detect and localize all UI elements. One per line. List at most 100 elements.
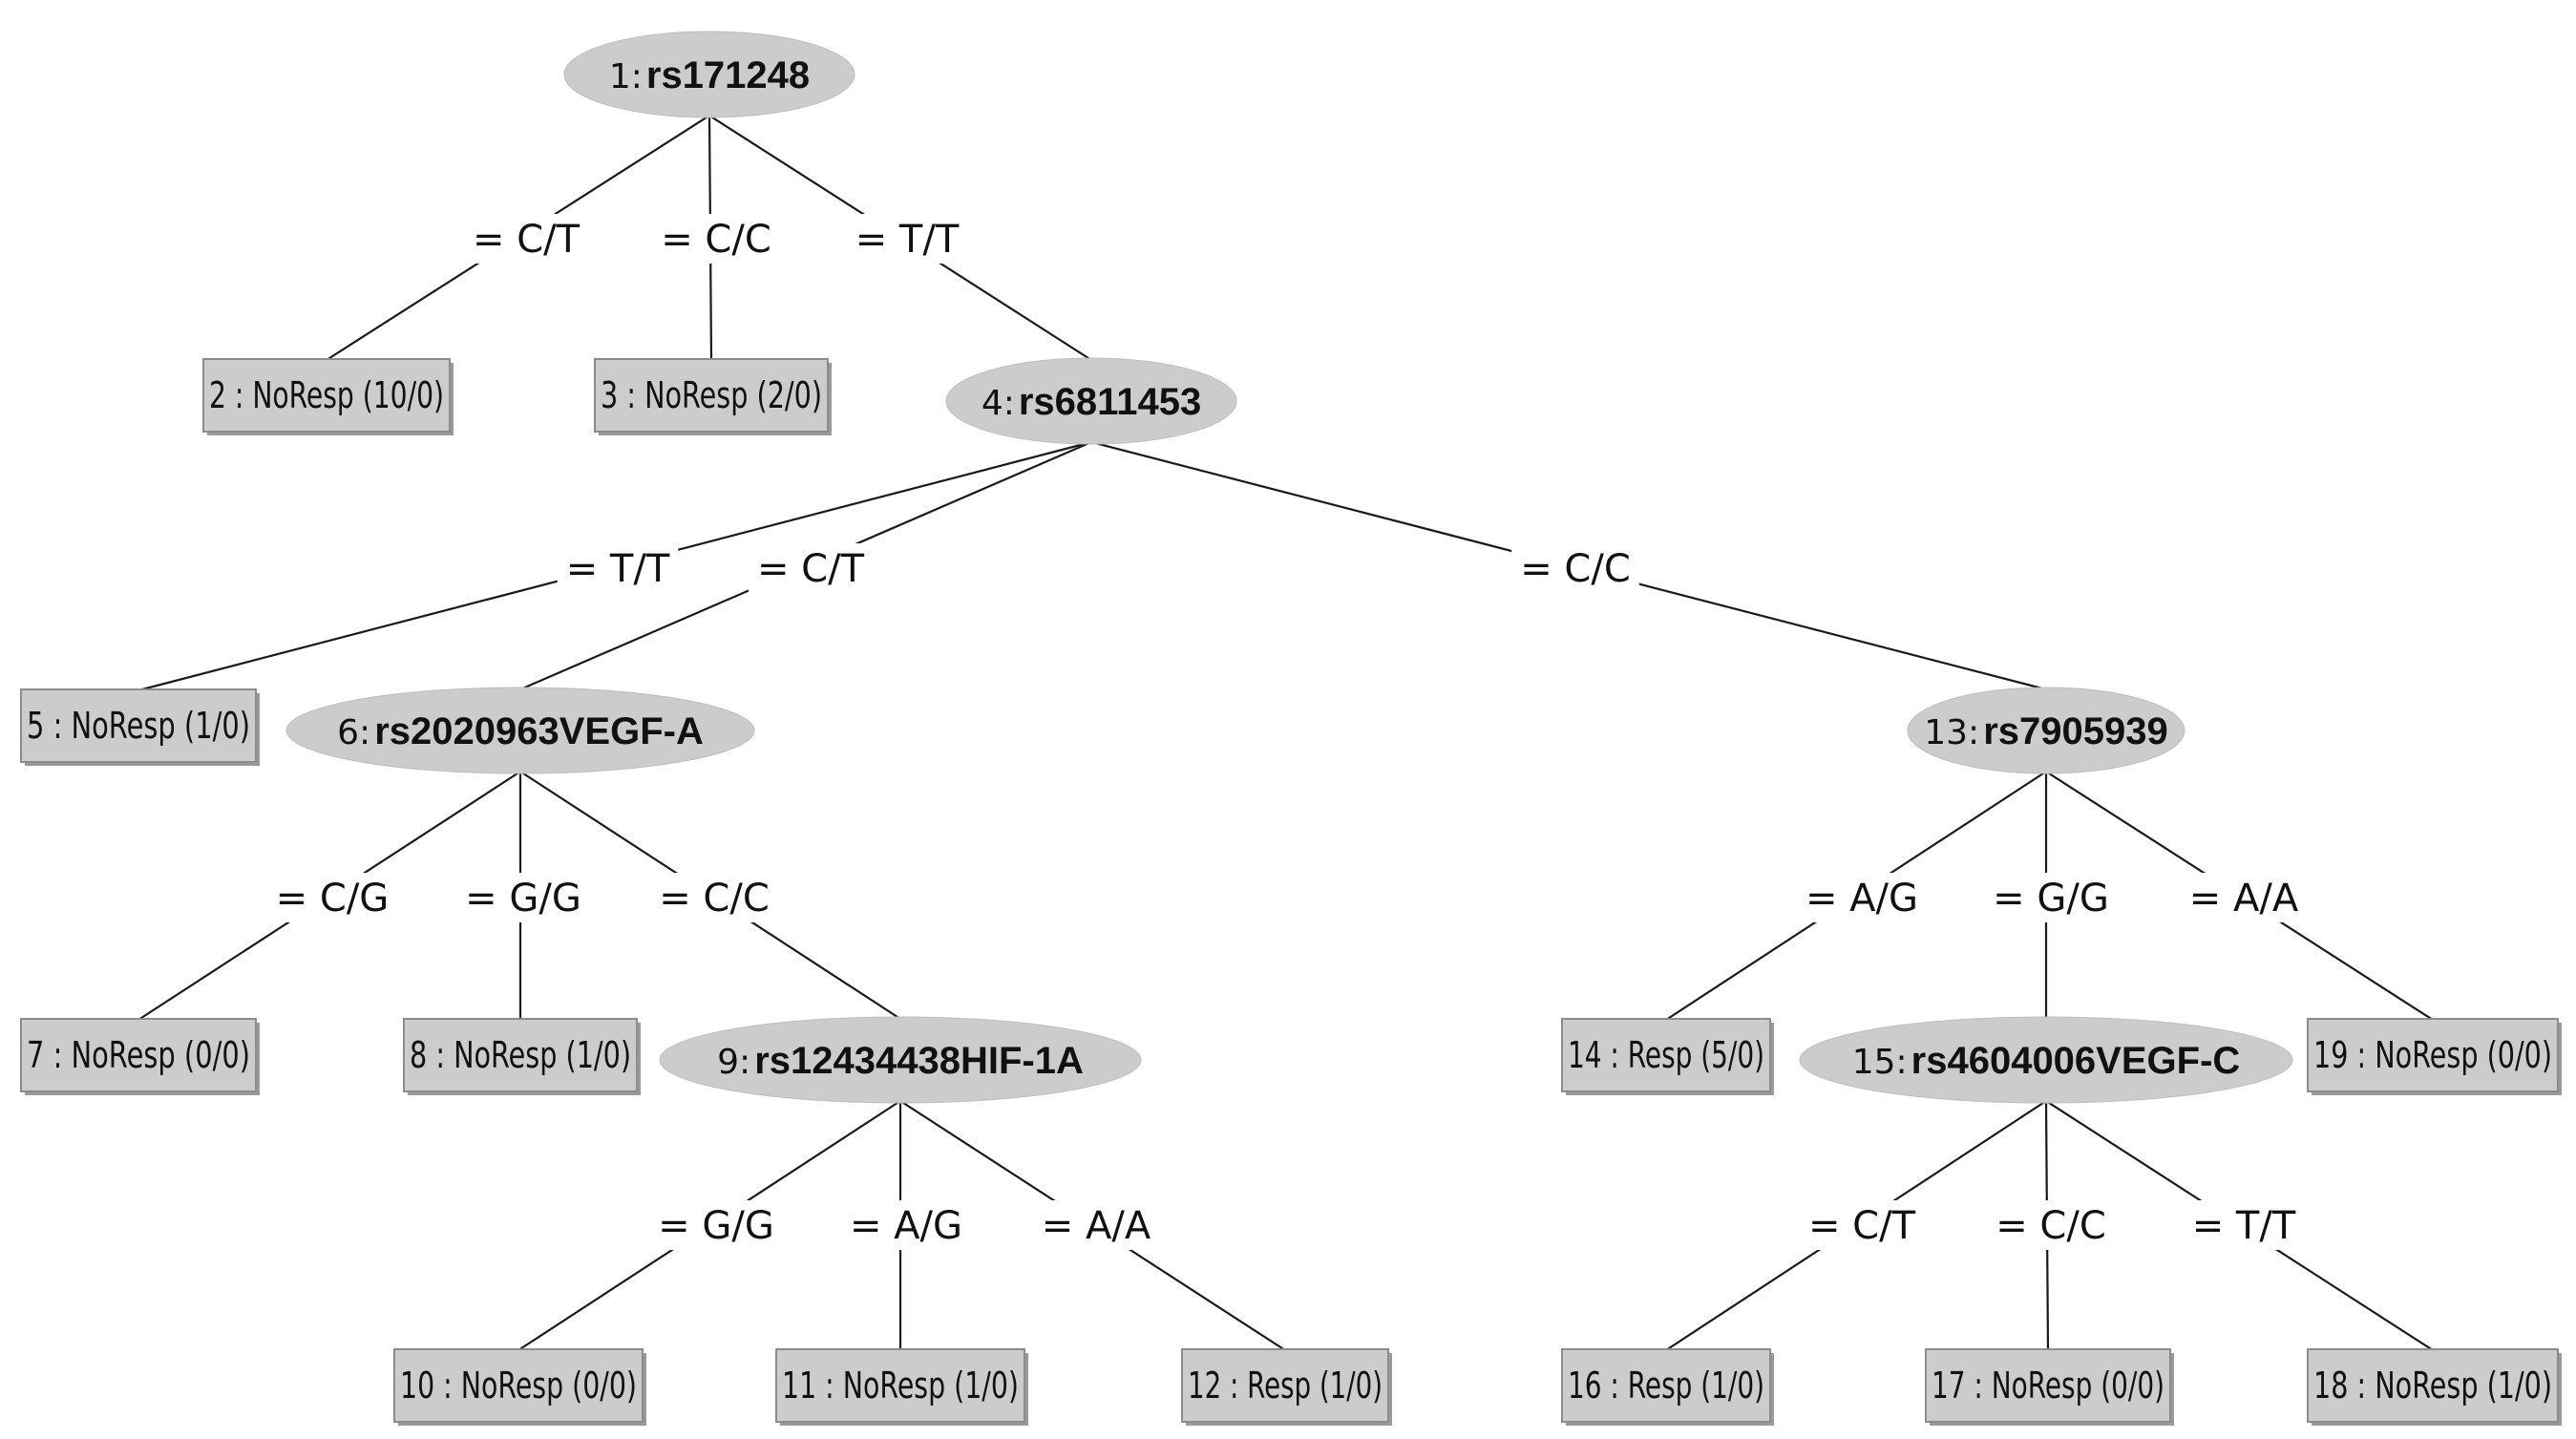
edge-label-text: = C/C	[661, 218, 771, 262]
edge-label-15-16: = C/T	[1799, 1200, 1925, 1250]
leaf-box	[1561, 1018, 1771, 1092]
edge-label-text: = G/G	[658, 1204, 774, 1248]
split-node-ellipse	[945, 357, 1237, 445]
split-node-number: 1:	[609, 57, 643, 96]
edge-label-text: = A/G	[850, 1204, 962, 1248]
edge-label-4-5: = T/T	[557, 543, 679, 593]
edge-label-text: = C/T	[757, 547, 865, 591]
edge-label-bg	[846, 214, 968, 264]
leaf-box	[1561, 1348, 1771, 1423]
edge-label-bg	[456, 873, 590, 922]
split-node-ellipse	[285, 687, 755, 774]
leaf-node-5: 5 : NoResp (1/0)	[20, 688, 260, 766]
leaf-layer: 2 : NoResp (10/0) 3 : NoResp (2/0) 5 : NoR…	[20, 358, 2562, 1426]
split-node-ellipse	[1799, 1016, 2293, 1104]
leaf-label: 7 : NoResp (0/0)	[27, 1034, 250, 1076]
edge-label-15-17: = C/C	[1987, 1200, 2115, 1250]
split-node-label: 15:rs4604006VEGF-C	[1852, 1040, 2241, 1082]
edge-label-layer: = C/T = C/C = T/T = T/T = C/T = C/C = C/G = G/G…	[266, 214, 2308, 1250]
leaf-label: 14 : Resp (5/0)	[1568, 1034, 1764, 1076]
split-node-1: 1:rs171248	[563, 31, 855, 118]
split-node-number: 4:	[982, 384, 1015, 423]
edge-label-text: = C/T	[473, 218, 581, 262]
edge-label-text: = T/T	[2192, 1204, 2296, 1248]
leaf-label: 3 : NoResp (2/0)	[601, 374, 822, 416]
edge-label-text: = C/C	[1520, 547, 1631, 591]
split-node-number: 9:	[717, 1043, 750, 1082]
leaf-label: 17 : NoResp (0/0)	[1932, 1365, 2164, 1407]
edge-label-text: = C/T	[1808, 1204, 1916, 1248]
edge-label-text: = C/C	[659, 877, 770, 921]
leaf-label: 18 : NoResp (1/0)	[2313, 1365, 2552, 1407]
leaf-box	[20, 688, 257, 763]
split-node-ellipse	[563, 31, 855, 118]
edge-label-text: = A/G	[1805, 877, 1918, 921]
leaf-node-11: 11 : NoResp (1/0)	[775, 1348, 1028, 1426]
leaf-box	[1925, 1348, 2171, 1423]
split-node-label: 13:rs7905939	[1924, 710, 2167, 752]
leaf-box	[775, 1348, 1025, 1423]
leaf-label: 11 : NoResp (1/0)	[782, 1365, 1019, 1407]
leaf-node-8: 8 : NoResp (1/0)	[403, 1018, 641, 1095]
split-node-number: 13:	[1924, 713, 1979, 752]
leaf-box	[393, 1348, 644, 1423]
edge-label-bg	[1511, 543, 1639, 593]
edge-label-bg	[557, 543, 679, 593]
edge-label-9-12: = A/A	[1032, 1200, 1160, 1250]
edge-label-bg	[649, 1200, 783, 1250]
edge-label-text: = T/T	[566, 547, 670, 591]
edge-label-1-3: = C/C	[652, 214, 780, 264]
split-node-9: 9:rs12434438HIF-1A	[659, 1016, 1142, 1104]
edge-label-15-18: = T/T	[2183, 1200, 2305, 1250]
split-node-6: 6:rs2020963VEGF-A	[285, 687, 755, 774]
leaf-label: 8 : NoResp (1/0)	[410, 1034, 631, 1076]
edge-label-bg	[1799, 1200, 1925, 1250]
split-node-snp: rs12434438HIF-1A	[754, 1040, 1084, 1082]
edge-label-text: = G/G	[1993, 877, 2109, 921]
split-node-label: 9:rs12434438HIF-1A	[717, 1040, 1084, 1082]
edge-label-9-10: = G/G	[649, 1200, 783, 1250]
edge-label-bg	[2183, 1200, 2305, 1250]
leaf-node-14: 14 : Resp (5/0)	[1561, 1018, 1774, 1095]
edge-label-bg	[652, 214, 780, 264]
split-node-label: 4:rs6811453	[982, 381, 1201, 423]
edge-label-1-2: = C/T	[463, 214, 589, 264]
split-node-ellipse	[659, 1016, 1142, 1104]
split-node-13: 13:rs7905939	[1907, 687, 2185, 774]
leaf-node-16: 16 : Resp (1/0)	[1561, 1348, 1774, 1426]
leaf-label: 16 : Resp (1/0)	[1568, 1365, 1764, 1407]
leaf-box	[1181, 1348, 1389, 1423]
edge-label-text: = G/G	[465, 877, 581, 921]
split-node-snp: rs171248	[646, 54, 810, 96]
edge-label-bg	[1987, 1200, 2115, 1250]
edge-label-13-14: = A/G	[1796, 873, 1928, 922]
edge-label-9-11: = A/G	[840, 1200, 972, 1250]
leaf-box	[2307, 1348, 2559, 1423]
split-node-label: 1:rs171248	[609, 54, 810, 96]
leaf-label: 2 : NoResp (10/0)	[209, 374, 444, 416]
split-node-number: 6:	[337, 713, 370, 752]
edge-label-4-13: = C/C	[1511, 543, 1639, 593]
edge-label-bg	[266, 873, 398, 922]
edge-label-bg	[1984, 873, 2118, 922]
leaf-label: 5 : NoResp (1/0)	[27, 705, 250, 747]
leaf-box	[20, 1018, 257, 1092]
split-node-ellipse	[1907, 687, 2185, 774]
leaf-box	[594, 358, 829, 433]
edge-label-bg	[650, 873, 778, 922]
edge-label-text: = A/A	[1042, 1204, 1151, 1248]
split-node-15: 15:rs4604006VEGF-C	[1799, 1016, 2293, 1104]
edge-label-bg	[2180, 873, 2308, 922]
edge-label-bg	[1032, 1200, 1160, 1250]
edge-label-6-8: = G/G	[456, 873, 590, 922]
leaf-box	[403, 1018, 638, 1092]
split-node-snp: rs7905939	[1983, 710, 2168, 752]
edge-label-6-7: = C/G	[266, 873, 398, 922]
edge-label-13-19: = A/A	[2180, 873, 2308, 922]
split-node-snp: rs6811453	[1019, 381, 1201, 423]
split-node-4: 4:rs6811453	[945, 357, 1237, 445]
edge-label-text: = C/C	[1995, 1204, 2106, 1248]
edge-label-13-15: = G/G	[1984, 873, 2118, 922]
split-node-snp: rs2020963VEGF-A	[374, 710, 704, 752]
